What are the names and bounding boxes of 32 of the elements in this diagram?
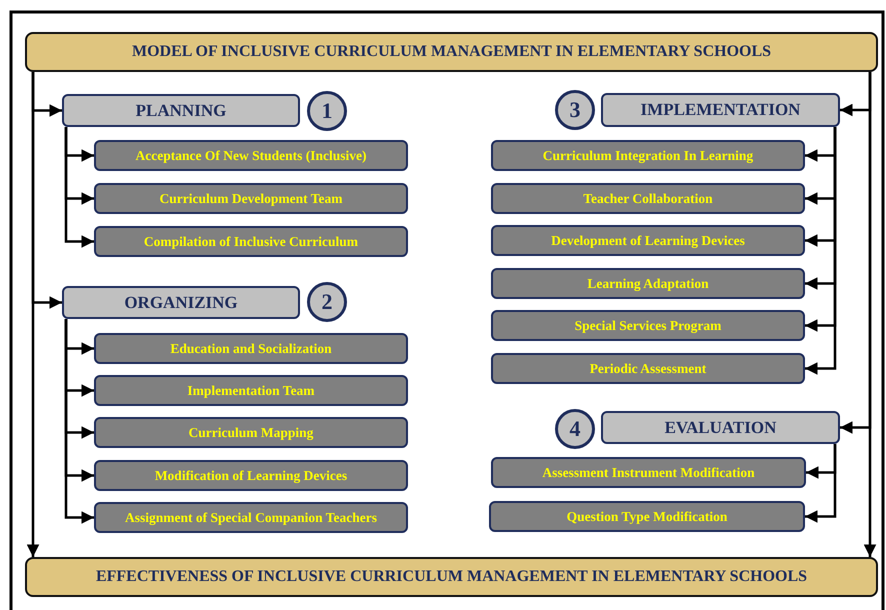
banner-box: EFFECTIVENESS OF INCLUSIVE CURRICULUM MANAGEMENT IN ELEMENTARY SCHOOLS	[25, 557, 878, 597]
arrow	[26, 72, 40, 557]
step-number-circle: 3	[555, 90, 595, 130]
activity-box: Assignment of Special Companion Teachers	[94, 502, 408, 533]
step-number-circle: 1	[307, 91, 347, 131]
activity-box: Acceptance Of New Students (Inclusive)	[94, 140, 408, 171]
activity-box: Assessment Instrument Modification	[491, 457, 806, 488]
arrow	[805, 127, 836, 375]
arrow	[805, 444, 836, 523]
activity-box: Modification of Learning Devices	[94, 460, 408, 491]
step-number-circle: 2	[307, 282, 347, 322]
arrow	[64, 127, 94, 248]
activity-box: Periodic Assessment	[491, 353, 805, 384]
activity-box: Compilation of Inclusive Curriculum	[94, 226, 408, 257]
activity-box: Curriculum Mapping	[94, 417, 408, 448]
arrow	[864, 72, 876, 557]
activity-box: Development of Learning Devices	[491, 225, 805, 256]
stage-header-box: IMPLEMENTATION	[601, 93, 840, 127]
stage-header-box: EVALUATION	[601, 411, 840, 444]
activity-box: Education and Socialization	[94, 333, 408, 364]
activity-box: Special Services Program	[491, 310, 805, 341]
banner-box: MODEL OF INCLUSIVE CURRICULUM MANAGEMENT IN ELEMENTARY SCHOOLS	[25, 32, 878, 72]
activity-box: Question Type Modification	[489, 501, 805, 532]
activity-box: Learning Adaptation	[491, 268, 805, 299]
activity-box: Teacher Collaboration	[491, 183, 805, 214]
arrow	[64, 319, 94, 524]
step-number-circle: 4	[555, 409, 595, 449]
activity-box: Curriculum Integration In Learning	[491, 140, 805, 171]
stage-header-box: ORGANIZING	[62, 286, 300, 319]
stage-header-box: PLANNING	[62, 94, 300, 127]
activity-box: Curriculum Development Team	[94, 183, 408, 214]
activity-box: Implementation Team	[94, 375, 408, 406]
